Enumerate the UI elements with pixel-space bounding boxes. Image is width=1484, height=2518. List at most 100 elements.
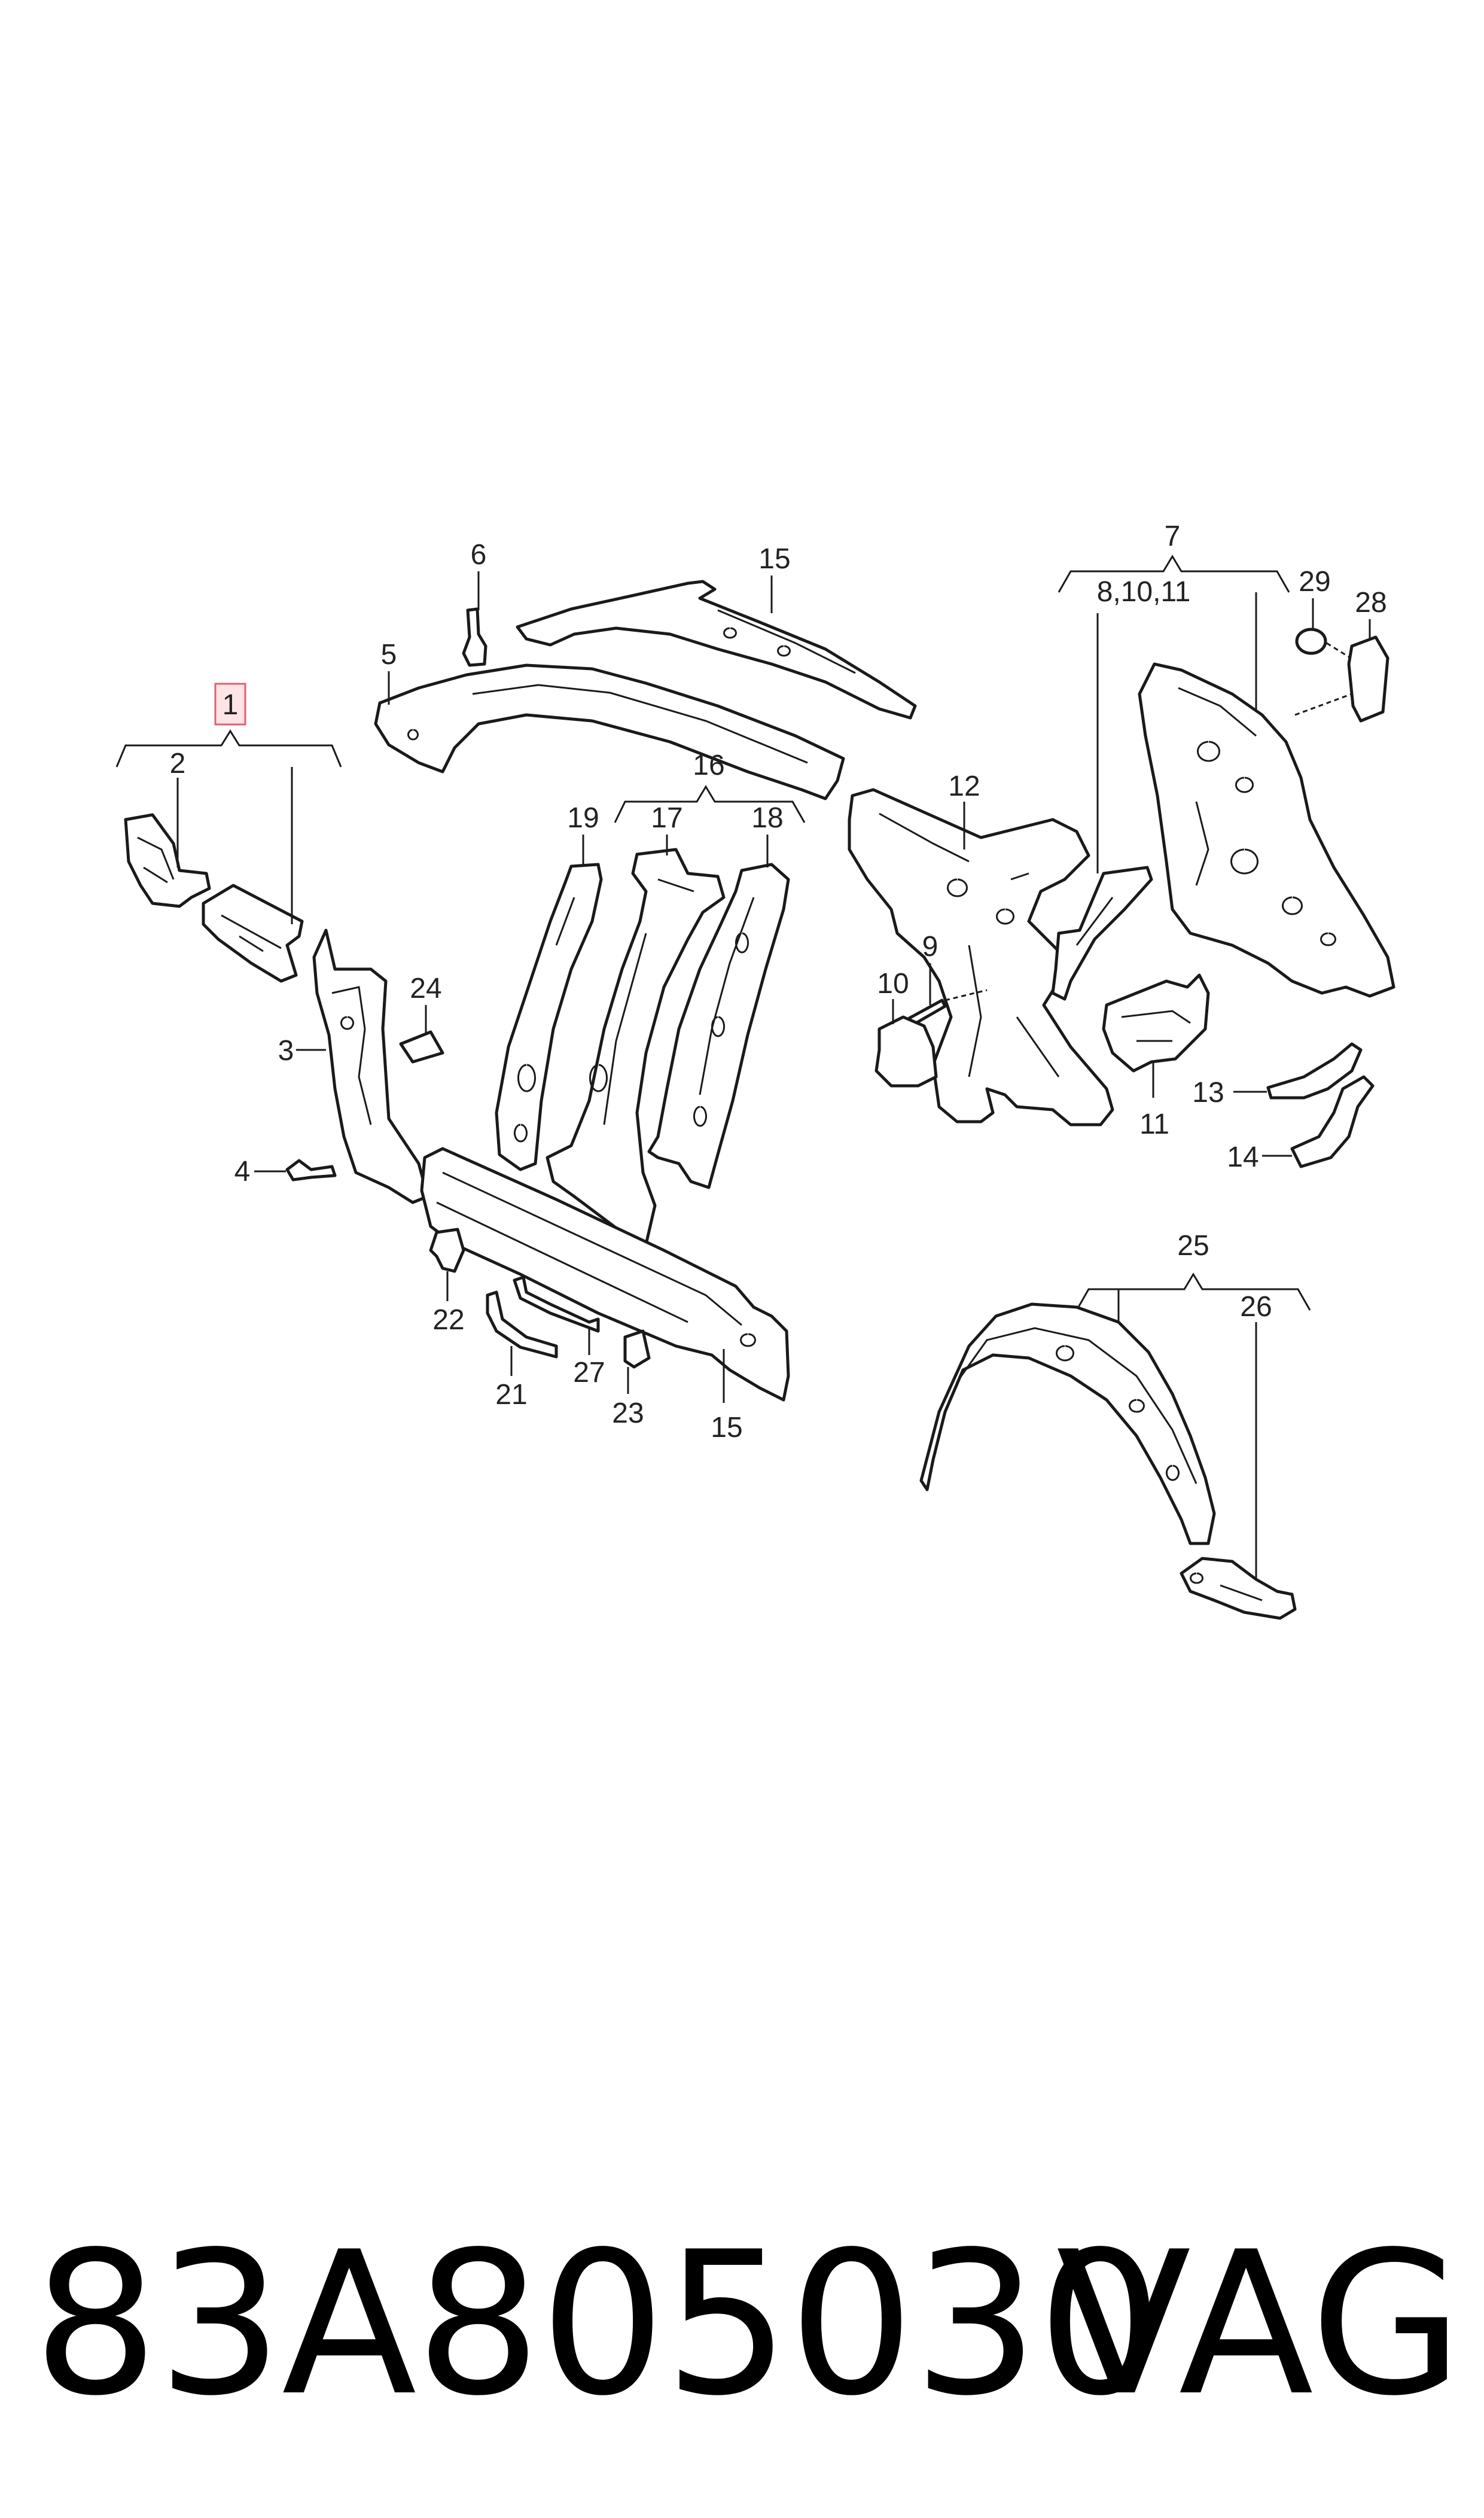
part-1-plate-detail <box>221 914 282 952</box>
part-20[interactable]: 19 <box>495 802 603 1171</box>
part-3[interactable]: 3 <box>278 928 429 1204</box>
part-21-shape <box>486 1290 558 1359</box>
callout-14[interactable]: 14 <box>1227 1141 1258 1173</box>
part-1-plate[interactable] <box>202 767 304 983</box>
callout-24[interactable]: 24 <box>410 973 441 1004</box>
part-2-detail <box>137 836 175 884</box>
callout-15[interactable]: 15 <box>711 1412 742 1444</box>
callout-3[interactable]: 3 <box>278 1035 294 1067</box>
callout-10[interactable]: 10 <box>877 968 909 1000</box>
callout-2[interactable]: 2 <box>170 748 186 780</box>
part-25[interactable] <box>919 1302 1216 1545</box>
part-5-shape <box>374 663 845 800</box>
part-7[interactable] <box>1138 662 1395 998</box>
callout-6[interactable]: 6 <box>471 539 487 571</box>
part-13-shape <box>1266 1042 1363 1100</box>
callout-1[interactable]: 1 <box>223 689 239 721</box>
part-6-shape <box>462 607 487 667</box>
part-9-axis <box>944 989 988 1001</box>
callout-19[interactable]: 18 <box>751 802 783 834</box>
part-10-shape <box>874 1015 938 1088</box>
callout-17[interactable]: 16 <box>693 750 724 781</box>
part-15-shape <box>420 1147 790 1402</box>
part-26-detail <box>1190 1572 1263 1601</box>
part-19[interactable]: 18 <box>647 802 790 1189</box>
part-29-shape <box>1295 628 1327 655</box>
part-13[interactable]: 13 <box>1192 1042 1363 1109</box>
part-22[interactable]: 22 <box>429 1228 465 1336</box>
part-11[interactable]: 11 <box>1102 973 1210 1140</box>
part-7-detail <box>1178 687 1336 946</box>
part-5[interactable]: 5 <box>374 639 845 800</box>
part-24[interactable]: 24 <box>399 973 444 1064</box>
callout-23[interactable]: 23 <box>612 1397 644 1429</box>
brand-label: VAG <box>1056 2209 1463 2439</box>
part-number: 83A805030 <box>33 2209 1163 2439</box>
part-4[interactable]: 4 <box>234 1156 337 1188</box>
callout-17-group[interactable]: 16 <box>614 750 806 823</box>
part-3-detail <box>331 986 372 1125</box>
callout-9[interactable]: 9 <box>922 931 938 963</box>
callout-13[interactable]: 13 <box>1192 1077 1224 1109</box>
part-14[interactable]: 14 <box>1227 1075 1375 1173</box>
part-28[interactable]: 28 <box>1294 587 1389 723</box>
part-5-detail <box>407 684 808 764</box>
part-28-axis <box>1294 693 1352 716</box>
callout-25-bracket <box>1075 1272 1311 1311</box>
part-21[interactable]: 21 <box>486 1290 558 1411</box>
part-27-shape <box>513 1275 600 1333</box>
callout-18[interactable]: 17 <box>651 802 682 834</box>
part-24-shape <box>399 1030 444 1064</box>
part-27[interactable]: 27 <box>513 1275 605 1389</box>
part-11-shape <box>1102 973 1210 1073</box>
part-23[interactable]: 23 <box>612 1329 651 1429</box>
part-12-shape <box>848 788 1114 1126</box>
callout-1-group[interactable]: 1 <box>115 683 342 768</box>
part-16-detail <box>717 609 856 674</box>
part-15-detail <box>436 1171 756 1347</box>
callout-25-group[interactable]: 25 26 <box>1075 1230 1311 1588</box>
callout-7[interactable]: 7 <box>1165 520 1181 552</box>
callout-29[interactable]: 29 <box>1299 566 1330 598</box>
part-19-shape <box>647 863 790 1189</box>
callout-21[interactable]: 21 <box>495 1379 527 1411</box>
part-29-axis <box>1326 642 1349 658</box>
callout-1-highlight <box>214 683 246 726</box>
part-10[interactable]: 10 <box>874 968 938 1088</box>
part-6[interactable]: 6 <box>462 539 487 667</box>
part-16[interactable]: 15 <box>516 543 917 720</box>
callout-1-bracket <box>115 729 342 768</box>
callout-22[interactable]: 22 <box>432 1304 464 1336</box>
part-12-detail <box>879 812 1060 1077</box>
part-22-shape <box>429 1228 465 1273</box>
callout-11[interactable]: 11 <box>1139 1109 1169 1140</box>
callout-8-10-11[interactable]: 8,10,11 <box>1097 576 1191 608</box>
part-23-shape <box>623 1329 651 1369</box>
part-20-detail <box>514 897 575 1143</box>
part-18-detail <box>589 878 694 1125</box>
callout-25[interactable]: 25 <box>1177 1230 1209 1262</box>
callout-12[interactable]: 12 <box>948 771 980 802</box>
part-16-shape <box>516 580 917 720</box>
part-26-shape <box>1180 1557 1297 1620</box>
part-8[interactable] <box>1051 866 1153 1001</box>
callout-7-group[interactable]: 7 8,10,11 <box>1058 520 1290 873</box>
part-8-detail <box>1075 897 1114 946</box>
part-7-shape <box>1138 662 1395 998</box>
callout-16[interactable]: 15 <box>758 543 790 575</box>
part-14-shape <box>1290 1075 1375 1168</box>
part-26[interactable] <box>1180 1557 1297 1620</box>
part-2[interactable]: 2 <box>124 748 211 908</box>
part-15[interactable]: 15 <box>420 1147 790 1444</box>
part-11-detail <box>1121 1010 1191 1042</box>
callout-26[interactable]: 26 <box>1240 1291 1272 1323</box>
callout-20[interactable]: 19 <box>567 802 599 834</box>
callout-27[interactable]: 27 <box>573 1357 605 1389</box>
part-12[interactable]: 12 <box>848 771 1114 1126</box>
part-20-shape <box>495 863 603 1171</box>
callout-4[interactable]: 4 <box>234 1156 251 1188</box>
callout-5[interactable]: 5 <box>381 639 397 671</box>
part-29[interactable]: 29 <box>1295 566 1349 658</box>
callout-28[interactable]: 28 <box>1355 587 1387 619</box>
